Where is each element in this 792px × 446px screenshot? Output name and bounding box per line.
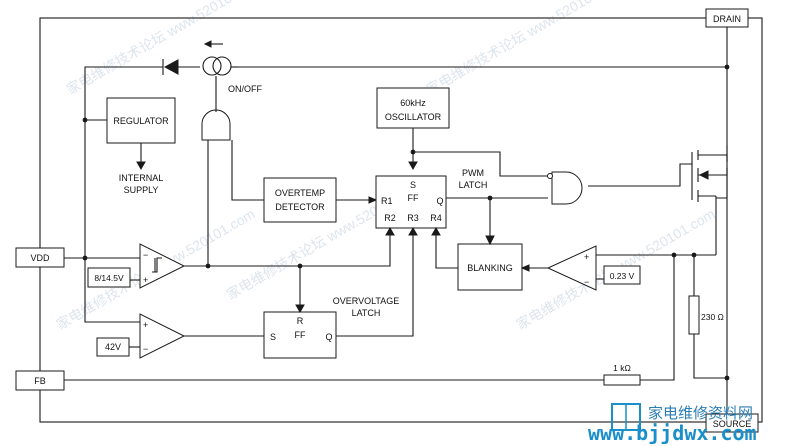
- arrow-icon: [431, 226, 441, 236]
- pin-source: SOURCE: [705, 413, 759, 433]
- overvoltage-latch-label-line1: OVERVOLTAGE: [333, 296, 400, 306]
- overvoltage-reference: 42V: [96, 337, 140, 357]
- sense-resistor: 230 Ω: [688, 295, 724, 335]
- comparator-plus-sign: +: [584, 252, 589, 262]
- brand-cn-text: 家电维修资料网: [648, 405, 753, 422]
- arrow-icon: [295, 304, 305, 314]
- oscillator-label-line2: OSCILLATOR: [385, 112, 442, 122]
- pwm-latch-label-line1: PWM: [462, 168, 484, 178]
- comparator-minus-sign: −: [584, 277, 589, 287]
- ov-ff-ff: FF: [295, 330, 306, 340]
- sense-resistor-label: 230 Ω: [701, 312, 724, 322]
- overvoltage-latch-flipflop: R FF S Q: [263, 311, 337, 359]
- arrow-icon: [385, 226, 395, 236]
- blanking-block: BLANKING: [457, 243, 523, 291]
- current-limit-reference-label: 0.23 V: [610, 271, 635, 281]
- pwm-ff-r2: R2: [384, 213, 396, 223]
- diode-icon: [162, 59, 179, 75]
- hysteresis-reference-label: 8/14.5V: [94, 273, 124, 283]
- wires: [64, 27, 728, 414]
- arrow-icon: [485, 235, 495, 246]
- overvoltage-reference-label: 42V: [105, 342, 121, 352]
- hysteresis-reference: 8/14.5V: [87, 267, 140, 288]
- comparator-plus-sign: +: [143, 275, 148, 285]
- overtemp-label-line1: OVERTEMP: [275, 188, 325, 198]
- comparator-plus-sign: +: [143, 320, 148, 330]
- current-sense-comparator: + −: [546, 245, 597, 291]
- ov-ff-q: Q: [325, 332, 332, 342]
- overvoltage-comparator: + −: [139, 313, 186, 359]
- pwm-ff-r3: R3: [407, 213, 419, 223]
- pwm-latch-flipflop: S FF Q R1 R2 R3 R4: [375, 175, 447, 229]
- current-limit-reference: 0.23 V: [596, 265, 641, 285]
- pin-drain-label: DRAIN: [713, 14, 741, 24]
- down-arrow-icon: [136, 161, 146, 171]
- feedback-resistor-label: 1 kΩ: [613, 363, 631, 373]
- arrow-icon: [520, 264, 530, 272]
- pin-fb-label: FB: [34, 376, 46, 386]
- oscillator-label-line1: 60kHz: [400, 98, 426, 108]
- pin-drain: DRAIN: [705, 8, 749, 28]
- feedback-resistor: 1 kΩ: [603, 363, 666, 386]
- overvoltage-latch-label-line2: LATCH: [352, 308, 381, 318]
- and-gate-icon: [201, 109, 231, 141]
- ov-ff-r: R: [297, 316, 304, 326]
- nand-gate-icon: [547, 171, 583, 205]
- pin-fb: FB: [15, 370, 65, 391]
- pin-vdd-label: VDD: [30, 253, 50, 263]
- pwm-ff-s: S: [410, 180, 416, 190]
- regulator-label: REGULATOR: [113, 116, 169, 126]
- mosfet-icon: [691, 145, 728, 212]
- pin-vdd: VDD: [15, 247, 65, 268]
- watermark-text: 家电维修技术论坛 www.520101.com: [424, 0, 628, 98]
- internal-supply-line1: INTERNAL: [119, 173, 164, 183]
- junctions: [82, 64, 730, 381]
- comparator-minus-sign: −: [143, 344, 148, 354]
- pwm-latch-label-line2: LATCH: [459, 180, 488, 190]
- pwm-ff-r1: R1: [381, 196, 393, 206]
- pin-source-label: SOURCE: [713, 419, 752, 429]
- comparator-minus-sign: −: [143, 250, 148, 260]
- brand-url-text: www.bjjdwx.com: [588, 421, 757, 445]
- arrow-icon: [368, 196, 378, 204]
- pwm-ff-q: Q: [436, 196, 443, 206]
- watermark-text: 家电维修技术论坛 www.520101.com: [64, 0, 268, 98]
- pwm-ff-ff: FF: [408, 193, 419, 203]
- regulator-block: REGULATOR: [106, 97, 176, 144]
- hysteresis-comparator: − +: [139, 243, 186, 289]
- overtemp-detector-block: OVERTEMP DETECTOR: [263, 177, 337, 223]
- ov-ff-s: S: [270, 332, 276, 342]
- pwm-ff-r4: R4: [430, 213, 442, 223]
- arrow-icon: [408, 226, 418, 236]
- oscillator-block: 60kHz OSCILLATOR: [376, 87, 450, 129]
- ic-outline: [39, 17, 763, 423]
- on-off-label: ON/OFF: [228, 84, 262, 94]
- overtemp-label-line2: DETECTOR: [275, 202, 325, 212]
- blanking-label: BLANKING: [467, 263, 513, 273]
- current-source-icon: [202, 40, 238, 76]
- arrow-icon: [408, 161, 418, 171]
- brand-watermark: 家电维修资料网 www.bjjdwx.com: [588, 403, 757, 445]
- internal-supply-line2: SUPPLY: [124, 185, 159, 195]
